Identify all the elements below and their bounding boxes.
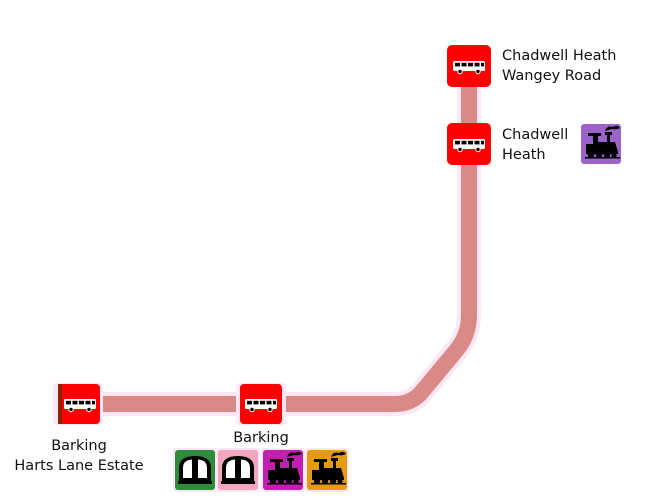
stop-label-line: Chadwell	[502, 127, 569, 143]
stop-label-line: Barking	[51, 438, 107, 454]
stop-label-barking-harts-lane-estate: Barking Harts Lane Estate	[6, 436, 152, 476]
route-line-halo	[66, 54, 481, 416]
stop-label-chadwell-heath: Chadwell Heath	[502, 125, 568, 165]
interchange-underground-hammersmith-city[interactable]	[216, 448, 260, 492]
stop-marker-chadwell-heath-wangey-road[interactable]	[447, 45, 491, 87]
underground-icon	[178, 456, 212, 484]
interchange-national-rail-c2c[interactable]	[261, 448, 305, 492]
route-line	[66, 54, 481, 416]
underground-icon	[221, 456, 255, 484]
interchange-national-rail-chadwell-heath[interactable]	[581, 124, 621, 164]
interchange-national-rail-overground[interactable]	[305, 448, 349, 492]
stop-marker-chadwell-heath[interactable]	[447, 123, 491, 165]
stop-label-line: Wangey Road	[502, 68, 602, 84]
stop-marker-barking-harts-lane-estate[interactable]	[53, 383, 103, 425]
stop-marker-barking[interactable]	[236, 383, 286, 425]
stop-label-chadwell-heath-wangey-road: Chadwell Heath Wangey Road	[502, 46, 616, 86]
stop-label-line: Harts Lane Estate	[14, 458, 144, 474]
stop-label-barking: Barking	[211, 428, 311, 448]
stop-label-line: Barking	[233, 430, 289, 446]
route-line-path	[78, 66, 477, 412]
stop-label-line: Heath	[502, 147, 546, 163]
interchange-underground-district[interactable]	[173, 448, 217, 492]
stop-label-line: Chadwell Heath	[502, 48, 617, 64]
